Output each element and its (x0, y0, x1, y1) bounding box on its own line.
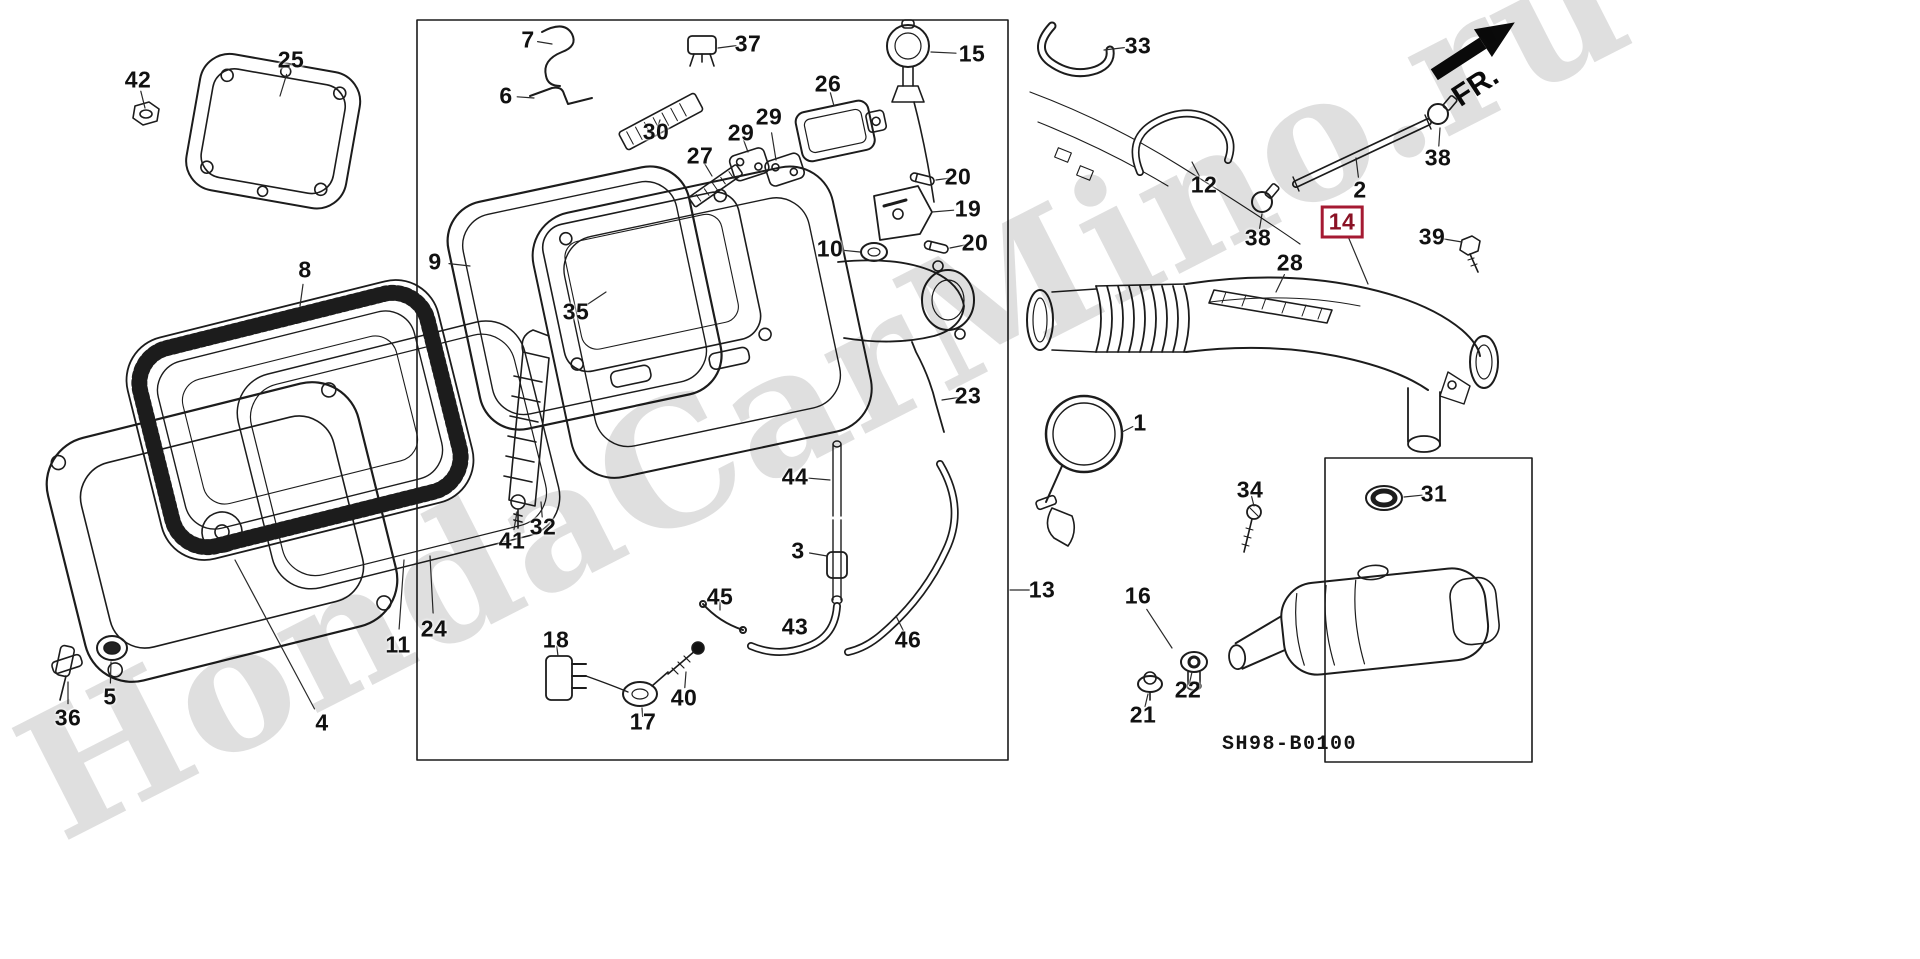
leader-line-44 (808, 477, 831, 481)
frame-boxes (416, 19, 1533, 763)
leader-line-14 (1347, 236, 1369, 285)
leader-line-33 (1103, 46, 1126, 51)
part-bolt-39 (1459, 235, 1481, 273)
leader-line-39 (1443, 238, 1463, 243)
leader-line-15 (930, 51, 957, 54)
leader-line-10 (841, 249, 861, 253)
part-filter-element-8 (125, 279, 475, 561)
leader-line-40 (684, 671, 687, 689)
leader-line-20 (935, 177, 950, 181)
part-seal-11-24 (236, 320, 561, 590)
leader-line-37 (717, 44, 737, 49)
fr-arrow-icon: FR. (1430, 22, 1515, 113)
leader-line-17 (641, 707, 644, 718)
part-pipe-2 (1292, 114, 1432, 192)
leader-line-41 (513, 511, 518, 531)
part-resonator-body (1228, 564, 1500, 676)
leader-line-25 (279, 73, 288, 97)
leader-line-38 (1258, 213, 1263, 229)
part-screw-40 (667, 641, 705, 675)
part-bracket-6 (529, 86, 593, 105)
leader-line-32 (540, 501, 543, 518)
leader-line-29 (743, 140, 749, 153)
part-grommet-31 (1365, 485, 1403, 511)
part-valve-15 (886, 19, 935, 203)
part-intake-duct-14 (1026, 276, 1499, 453)
part-clamp-38-left (1251, 183, 1280, 213)
part-nut-42 (132, 101, 160, 126)
part-hose-33 (1037, 21, 1115, 78)
part-rod-23 (911, 341, 945, 433)
part-clamp-ring-1 (1035, 394, 1124, 547)
leader-line-7 (536, 40, 553, 45)
leader-line-2 (1355, 157, 1360, 178)
part-pin-20-top (909, 172, 935, 186)
leader-line-12 (1191, 161, 1200, 177)
leader-line-8 (299, 283, 304, 307)
part-ring-10 (860, 242, 888, 262)
part-connector-18 (545, 655, 629, 701)
part-clamp-17 (622, 671, 669, 707)
part-bracket-19 (873, 185, 933, 241)
diagram-code: SH98-B0100 (1222, 733, 1358, 756)
part-screw-41 (510, 494, 526, 529)
leader-line-6 (516, 96, 535, 99)
leader-line-34 (1250, 495, 1255, 507)
leader-line-24 (429, 555, 434, 614)
part-cable-45 (699, 600, 747, 634)
leader-line-46 (895, 615, 904, 632)
part-clamp-38-top (1427, 95, 1458, 125)
part-washer-bolt-21 (1137, 671, 1163, 701)
engine-edge-lines (1029, 91, 1301, 245)
leader-line-23 (941, 397, 959, 401)
leader-line-38 (1438, 127, 1441, 147)
leader-line-5 (109, 661, 112, 684)
part-box-26 (794, 99, 888, 163)
leader-line-35 (587, 291, 607, 305)
leader-line-9 (448, 263, 471, 267)
leader-line-11 (398, 559, 405, 630)
leader-lines (67, 40, 1463, 718)
leader-line-27 (704, 163, 713, 177)
part-grommet-22 (1180, 651, 1208, 691)
part-strip-27 (688, 164, 743, 208)
leader-line-3 (808, 552, 828, 557)
leader-line-31 (1403, 494, 1423, 498)
part-pipe-12 (1131, 109, 1235, 176)
part-hose-46 (844, 460, 959, 656)
part-grommet-5 (96, 635, 128, 661)
leader-line-43 (796, 629, 801, 635)
part-tube-44 (832, 440, 842, 517)
leader-line-1 (1121, 426, 1134, 433)
part-clamp-36 (51, 644, 83, 701)
leader-line-4 (234, 559, 316, 710)
part-bracket-7 (541, 25, 575, 87)
leader-line-42 (140, 90, 146, 109)
leader-line-29 (770, 132, 777, 161)
part-clip-37 (687, 35, 717, 67)
part-gasket-25 (185, 52, 362, 210)
part-case-seal-9 (446, 165, 723, 431)
part-case-throat (837, 259, 975, 343)
leader-line-28 (1275, 274, 1286, 293)
part-plate-30 (618, 92, 704, 151)
part-housing-4 (45, 381, 399, 683)
part-bracket-32 (503, 329, 550, 507)
leader-line-18 (556, 645, 559, 657)
leader-line-21 (1144, 693, 1149, 708)
leader-line-20 (949, 244, 966, 249)
part-hose-43 (747, 602, 841, 656)
leader-line-16 (1146, 608, 1173, 649)
leader-line-30 (656, 119, 661, 128)
part-strip-28 (1208, 289, 1333, 324)
leader-line-26 (829, 92, 835, 107)
part-pin-20-bottom (923, 240, 949, 254)
part-plates-29 (728, 147, 806, 187)
leader-line-19 (931, 209, 955, 213)
part-case-body-9-35 (531, 165, 873, 479)
part-bolt-34 (1241, 504, 1262, 553)
leader-line-22 (1188, 671, 1193, 684)
part-tube-3 (826, 519, 848, 605)
